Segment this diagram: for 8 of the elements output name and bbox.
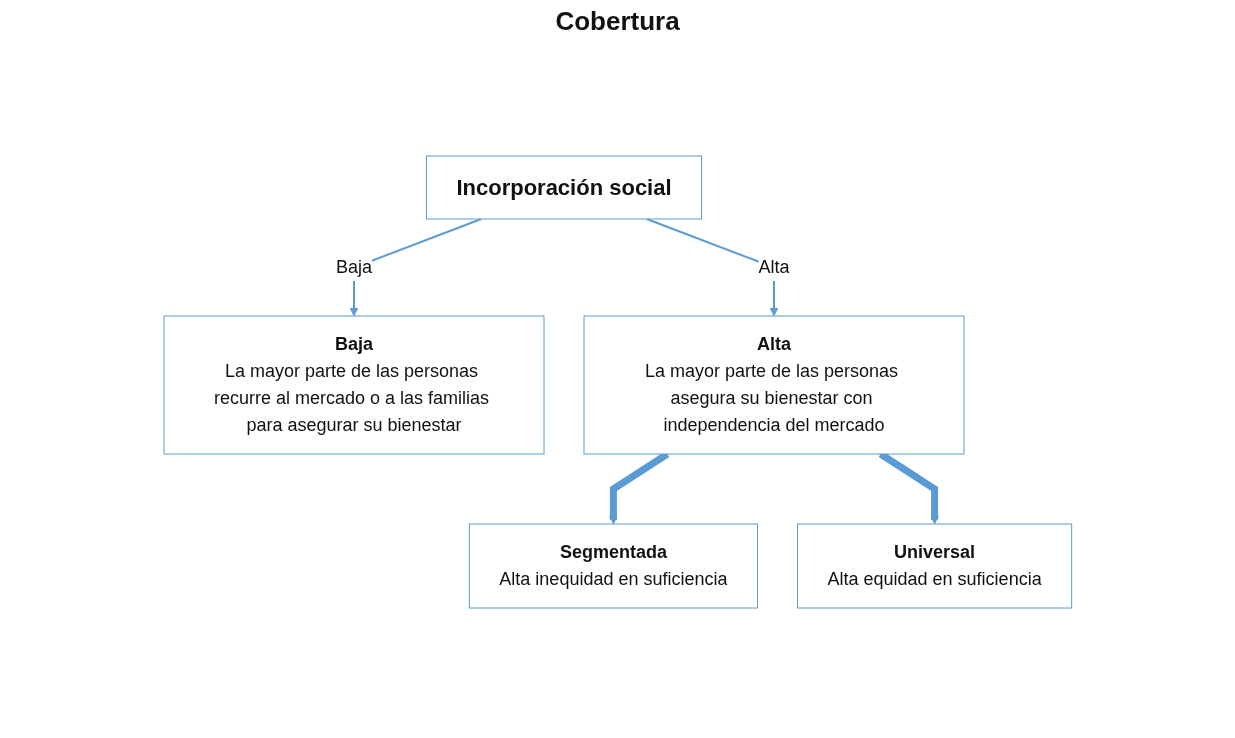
node-box: Universal Alta equidad en suficiencia [796, 523, 1072, 609]
axis-heading: Cobertura [555, 6, 680, 36]
edge-label: Baja [335, 257, 372, 277]
node-box: Incorporación social [425, 155, 702, 220]
node-box: Baja La mayor parte de las personas recurre al mercado o a las familias para asegurar su bienestar [163, 315, 545, 455]
edge-label: Alta [758, 257, 790, 277]
node-box: Alta La mayor parte de las personas asegura su bienestar con independencia del mercado [583, 315, 965, 455]
node-box: Segmentada Alta inequidad en suficiencia [468, 523, 758, 609]
